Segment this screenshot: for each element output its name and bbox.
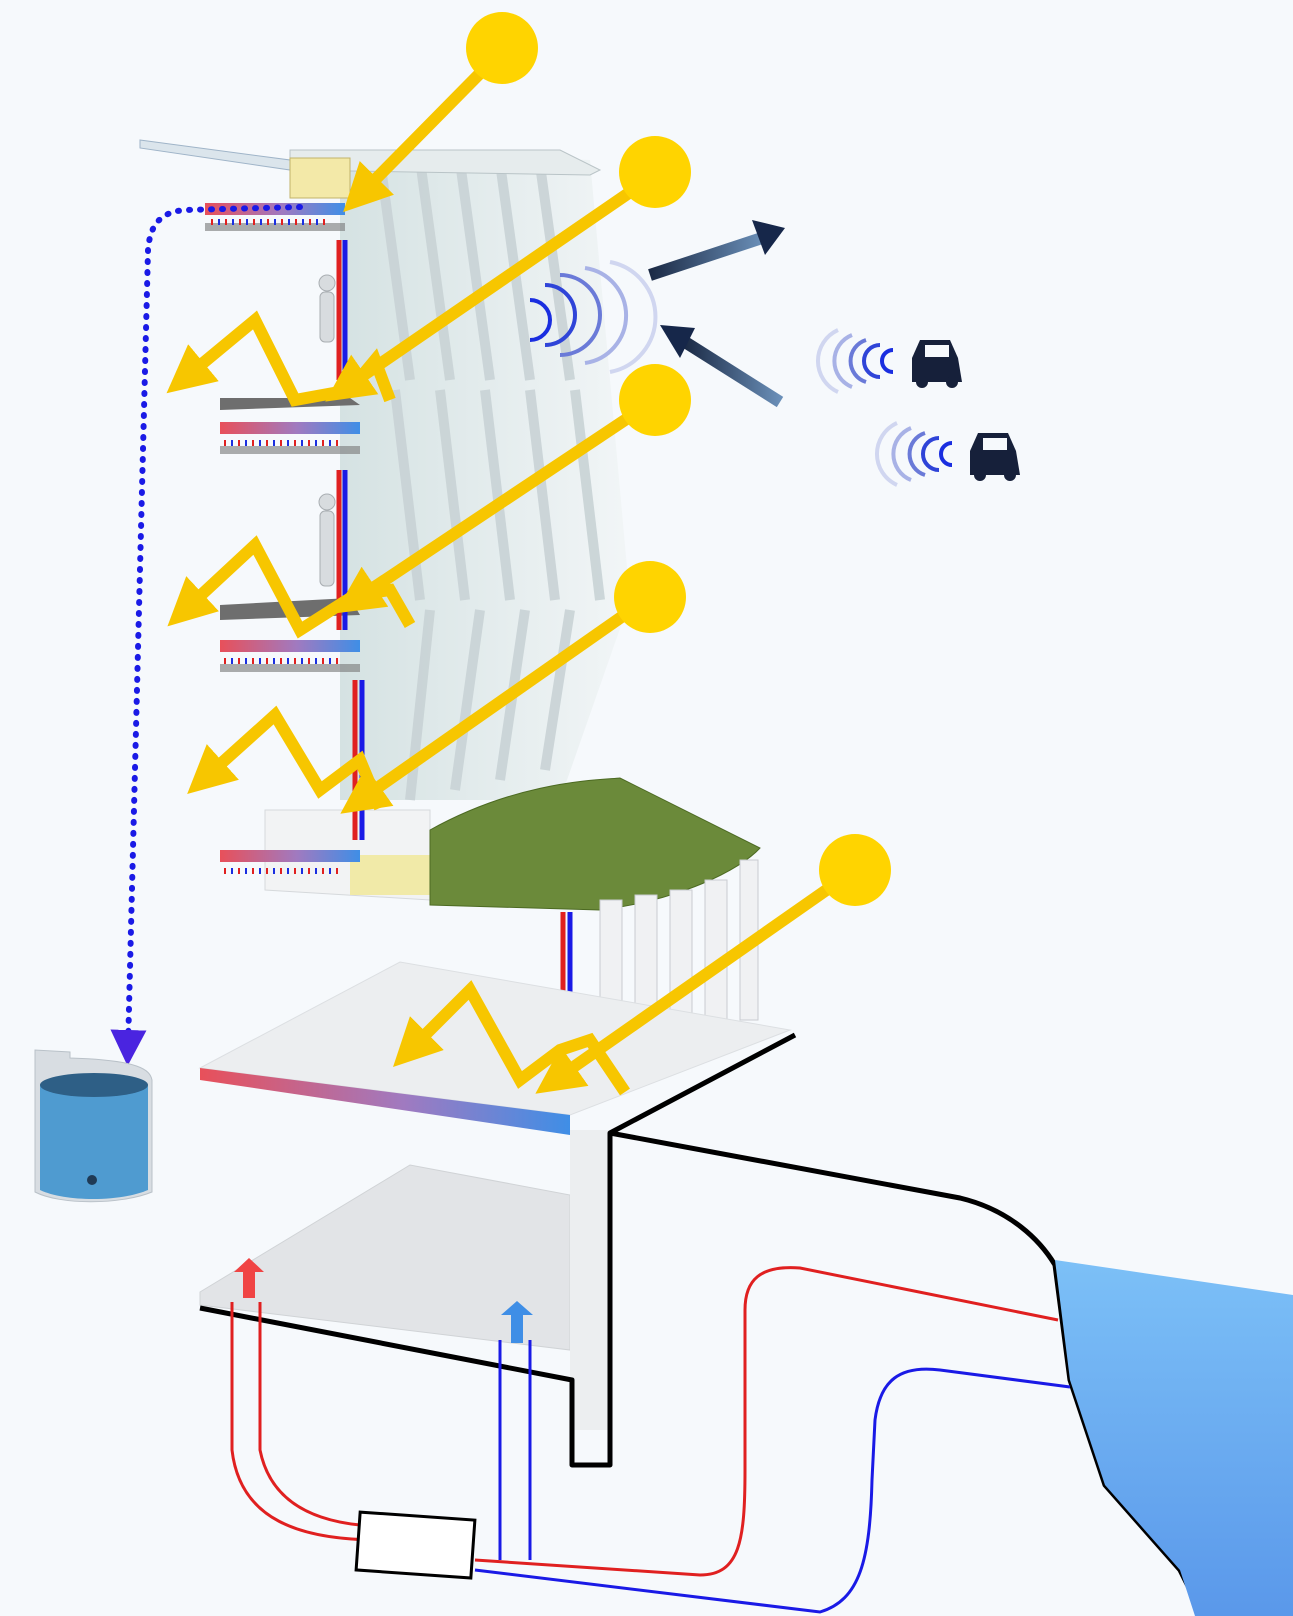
water-body (1055, 1260, 1293, 1616)
sun-icon (614, 561, 686, 633)
reflected-ray-arrow (393, 980, 630, 1096)
car-icon (970, 433, 1020, 481)
solar-ray-arrow (325, 170, 659, 402)
reflected-ray-arrow (187, 705, 386, 811)
floor-3-slab (220, 398, 360, 454)
rainwater-collection-line (110, 204, 303, 1066)
sun-icon (466, 12, 538, 84)
solar-rays (166, 43, 859, 1096)
solar-ray-arrow (340, 592, 654, 814)
sun-icon (819, 834, 891, 906)
ground-line (199, 1032, 1198, 1602)
reflected-ray-arrow (167, 535, 416, 639)
rainwater-tank (34, 1049, 153, 1203)
facade-noise-icon (529, 260, 658, 374)
up-arrow-cold (501, 1301, 533, 1343)
car-icon (912, 340, 962, 388)
solar-ray-arrow (335, 395, 659, 614)
sun-icons (466, 12, 891, 906)
traffic-noise-1 (816, 328, 894, 394)
human-figure (318, 274, 336, 587)
up-arrow-hot (234, 1258, 264, 1298)
airflow-arrows (648, 220, 785, 408)
traffic-noise-2 (875, 421, 953, 487)
floor-1-slab (220, 809, 431, 901)
solar-ray-arrow (535, 865, 859, 1094)
ground-loop-pipe (230, 1266, 1071, 1614)
airflow-out-arrow (648, 220, 785, 281)
heat-pump-unit (354, 1510, 477, 1580)
airflow-in-arrow (660, 325, 784, 408)
reflected-ray-arrow (166, 310, 396, 407)
basement-slab (199, 1130, 610, 1430)
ground-floor-slab (198, 961, 792, 1135)
sun-icon (619, 136, 691, 208)
sun-icon (619, 364, 691, 436)
radiant-emission-ticks (211, 219, 338, 874)
green-roof (429, 777, 761, 1061)
